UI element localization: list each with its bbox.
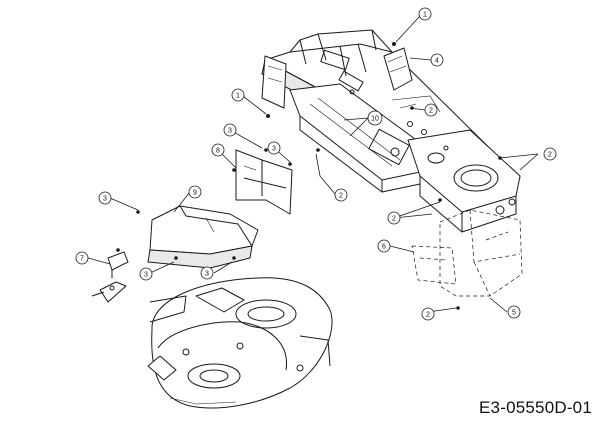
- main-frame: [261, 29, 521, 233]
- part-4-bracket: [383, 47, 413, 91]
- callout-label: 2: [548, 152, 552, 159]
- callout-label: 2: [339, 193, 343, 200]
- callout-3-left: 3: [98, 191, 112, 205]
- callout-2-upper: 2: [424, 103, 438, 117]
- callout-label: 1: [236, 93, 240, 100]
- callout-10: 10: [367, 110, 383, 126]
- callout-6: 6: [377, 239, 391, 253]
- callout-label: 9: [193, 190, 197, 197]
- drawing-reference-number: E3-05550D-01: [479, 398, 592, 417]
- callout-4: 4: [430, 53, 444, 67]
- callout-3-b: 3: [267, 141, 281, 155]
- part-9-cover: [147, 205, 259, 269]
- callout-5: 5: [507, 305, 521, 319]
- callout-3-cover-left: 3: [139, 267, 153, 281]
- callout-3-cover-right: 3: [200, 266, 214, 280]
- callout-label: 2: [392, 216, 396, 223]
- callout-label: 3: [144, 272, 148, 279]
- callout-label: 7: [80, 256, 84, 263]
- callout-9: 9: [188, 185, 202, 199]
- callout-label: 2: [429, 108, 433, 115]
- callout-7: 7: [75, 251, 89, 265]
- part-8-bracket: [235, 149, 293, 215]
- callout-2-mid: 2: [334, 188, 348, 202]
- callout-label: 3: [228, 128, 232, 135]
- callout-label: 6: [382, 244, 386, 251]
- callout-label: 3: [103, 196, 107, 203]
- callout-label: 8: [216, 148, 220, 155]
- callout-label: 1: [423, 12, 427, 19]
- part-5-rear-guard: [439, 209, 523, 297]
- callout-label: 5: [512, 310, 516, 317]
- callout-1-left: 1: [231, 88, 245, 102]
- callout-label: 3: [272, 146, 276, 153]
- callout-label: 4: [435, 58, 439, 65]
- fasteners: [116, 42, 502, 310]
- part-6-plate: [411, 245, 457, 285]
- callout-8: 8: [211, 143, 225, 157]
- callout-3-a: 3: [223, 123, 237, 137]
- callout-label: 2: [426, 312, 430, 319]
- part-7-brackets: [91, 251, 129, 303]
- callout-2-frame: 2: [387, 211, 401, 225]
- callout-1-top: 1: [418, 7, 432, 21]
- callout-label: 10: [371, 116, 379, 123]
- callout-label: 3: [205, 271, 209, 278]
- callout-2-right: 2: [543, 147, 557, 161]
- callout-2-bottom: 2: [421, 307, 435, 321]
- mower-deck: [147, 277, 333, 409]
